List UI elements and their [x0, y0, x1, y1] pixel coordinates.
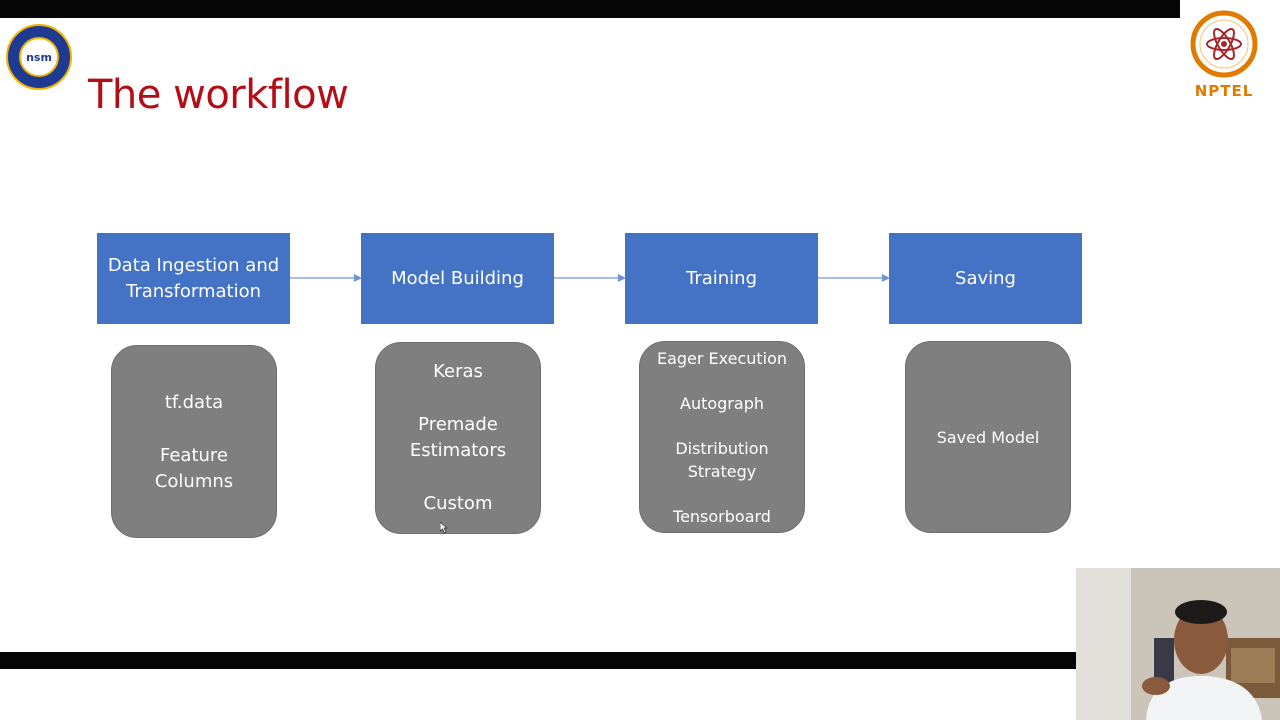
detail-item: Feature Columns [154, 445, 234, 492]
detail-item: Distribution Strategy [675, 439, 769, 481]
detail-item: Custom [423, 493, 493, 514]
stage-label: Data Ingestion and Transformation [107, 254, 280, 302]
video-letterbox-top [0, 0, 1180, 18]
stage-label: Training [685, 267, 758, 289]
nsm-logo-text: nsm [19, 37, 59, 77]
detail-item: Tensorboard [673, 507, 771, 526]
detail-item: Premade Estimators [409, 414, 507, 461]
detail-data-ingestion: tf.data Feature Columns [111, 345, 277, 538]
detail-saving: Saved Model [905, 341, 1071, 533]
nptel-logo-text: NPTEL [1194, 82, 1254, 100]
nsm-logo-icon: nsm [6, 24, 72, 90]
stage-saving: Saving [889, 233, 1082, 324]
stage-data-ingestion: Data Ingestion and Transformation [97, 233, 290, 324]
video-letterbox-bottom [0, 652, 1076, 669]
nptel-logo-icon: NPTEL [1188, 8, 1260, 100]
flow-arrow-icon [818, 274, 890, 282]
video-bottom-margin [0, 669, 1076, 720]
detail-training: Eager Execution Autograph Distribution S… [639, 341, 805, 533]
stage-training: Training [625, 233, 818, 324]
detail-model-building: Keras Premade Estimators Custom [375, 342, 541, 534]
detail-item: Autograph [680, 394, 764, 413]
flow-arrow-icon [554, 274, 626, 282]
stage-label: Saving [955, 267, 1016, 289]
stage-label: Model Building [391, 267, 524, 289]
detail-item: tf.data [164, 392, 224, 413]
detail-item: Eager Execution [656, 349, 788, 368]
detail-item: Keras [433, 361, 483, 382]
mouse-pointer-icon [440, 522, 448, 533]
detail-item: Saved Model [936, 427, 1040, 447]
flow-arrow-icon [290, 274, 362, 282]
slide-title: The workflow [88, 72, 349, 118]
presenter-webcam-feed [1076, 568, 1280, 720]
stage-model-building: Model Building [361, 233, 554, 324]
